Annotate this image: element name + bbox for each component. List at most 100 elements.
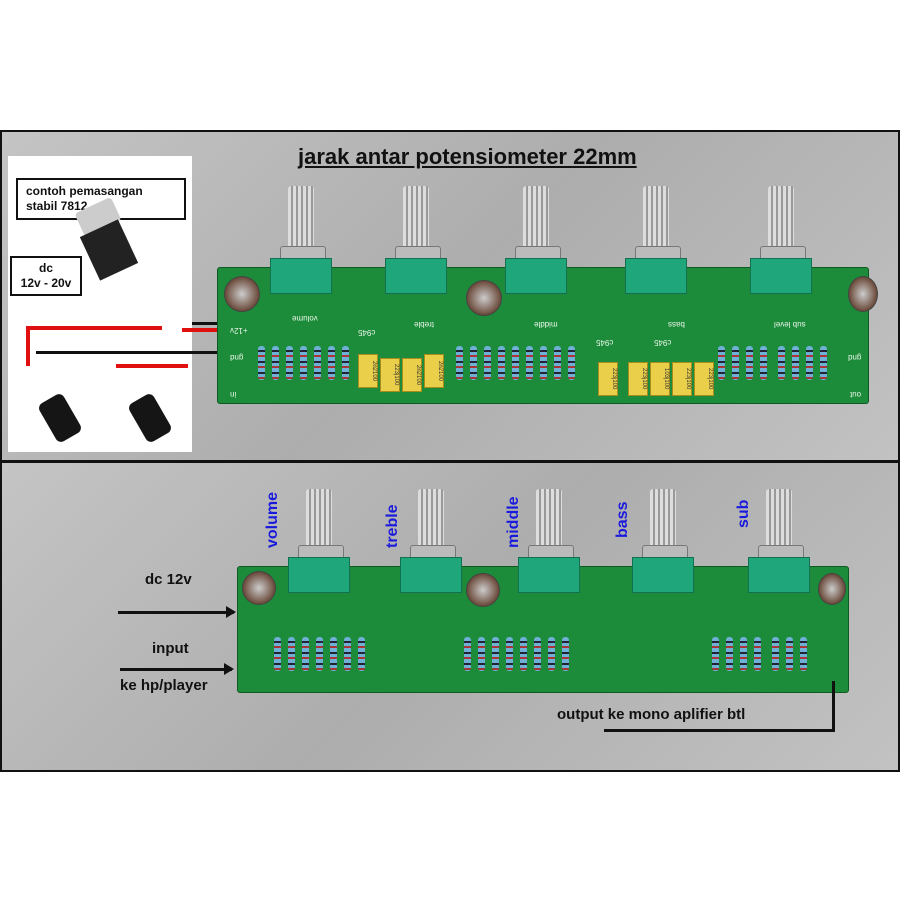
resistor bbox=[358, 637, 365, 671]
input-annotation: input bbox=[152, 640, 189, 657]
film-capacitor: 223j100 bbox=[672, 362, 692, 396]
resistor bbox=[316, 637, 323, 671]
resistor bbox=[554, 346, 561, 380]
resistor bbox=[344, 637, 351, 671]
divider bbox=[2, 460, 898, 463]
resistor bbox=[800, 637, 807, 671]
film-capacitor: 223j100 bbox=[598, 362, 618, 396]
resistor bbox=[740, 637, 747, 671]
resistor bbox=[288, 637, 295, 671]
output-line bbox=[604, 729, 835, 732]
silk-12v: +12v bbox=[230, 326, 248, 335]
arrow-icon bbox=[120, 663, 234, 675]
pot-shaft bbox=[306, 489, 332, 555]
silk-c945: c945 bbox=[596, 338, 614, 347]
resistor bbox=[274, 637, 281, 671]
pot-body bbox=[385, 258, 447, 294]
resistor bbox=[754, 637, 761, 671]
wire-red bbox=[26, 326, 30, 366]
silk-out: out bbox=[850, 390, 862, 399]
resistor bbox=[258, 346, 265, 380]
capacitor-icon bbox=[466, 280, 502, 316]
resistor bbox=[534, 637, 541, 671]
film-capacitor: 2n2100 bbox=[424, 354, 444, 388]
silk-c945: c945 bbox=[654, 338, 672, 347]
resistor bbox=[506, 637, 513, 671]
resistor bbox=[342, 346, 349, 380]
resistor bbox=[328, 346, 335, 380]
resistor bbox=[272, 346, 279, 380]
film-capacitor: 2n2100 bbox=[402, 358, 422, 392]
pot-shaft bbox=[418, 489, 444, 555]
resistor bbox=[712, 637, 719, 671]
output-line bbox=[832, 681, 835, 731]
resistor bbox=[732, 346, 739, 380]
pot-shaft bbox=[403, 186, 429, 256]
resistor bbox=[478, 637, 485, 671]
top-panel: jarak antar potensiometer 22mm contoh pe… bbox=[2, 132, 898, 460]
capacitor-icon bbox=[466, 573, 500, 607]
tone-control-board bbox=[237, 489, 849, 693]
resistor bbox=[520, 637, 527, 671]
pot-shaft bbox=[536, 489, 562, 555]
capacitor-icon bbox=[242, 571, 276, 605]
resistor bbox=[820, 346, 827, 380]
wire-black bbox=[36, 351, 220, 354]
pot-body bbox=[625, 258, 687, 294]
wire-red bbox=[182, 328, 226, 332]
pot-body bbox=[748, 557, 810, 593]
dc-line: dc bbox=[38, 261, 53, 275]
note-line: contoh pemasangan bbox=[26, 184, 143, 198]
pot-shaft bbox=[650, 489, 676, 555]
dc-line: 12v - 20v bbox=[20, 276, 72, 290]
pot-shaft bbox=[768, 186, 794, 256]
capacitor-icon bbox=[126, 391, 174, 445]
capacitor-icon bbox=[224, 276, 260, 312]
resistor bbox=[760, 346, 767, 380]
pot-shaft bbox=[288, 186, 314, 256]
silk-gnd: gnd bbox=[230, 353, 244, 362]
capacitor-icon bbox=[818, 573, 846, 605]
resistor bbox=[456, 346, 463, 380]
arrow-icon bbox=[118, 606, 236, 618]
resistor bbox=[314, 346, 321, 380]
silk-bass: bass bbox=[668, 320, 685, 329]
resistor bbox=[498, 346, 505, 380]
resistor bbox=[286, 346, 293, 380]
resistor bbox=[792, 346, 799, 380]
film-capacitor: 223j100 bbox=[694, 362, 714, 396]
label-middle: middle bbox=[505, 496, 522, 548]
note-line: stabil 7812 bbox=[26, 199, 88, 213]
resistor bbox=[492, 637, 499, 671]
pot-body bbox=[518, 557, 580, 593]
pot-body bbox=[632, 557, 694, 593]
dc-box: dc 12v - 20v bbox=[10, 256, 82, 296]
dc-annotation: dc 12v bbox=[145, 571, 192, 588]
regulator-diagram: contoh pemasangan stabil 7812 dc 12v - 2… bbox=[8, 156, 220, 452]
pot-shaft bbox=[766, 489, 792, 555]
label-volume: volume bbox=[264, 491, 281, 548]
photo-frame: jarak antar potensiometer 22mm contoh pe… bbox=[0, 130, 900, 772]
resistor bbox=[718, 346, 725, 380]
silk-in: in bbox=[230, 390, 237, 399]
bottom-panel: volume treble middle bass sub dc 12v inp… bbox=[2, 463, 898, 770]
silk-volume: volume bbox=[292, 314, 318, 323]
resistor bbox=[778, 346, 785, 380]
resistor bbox=[806, 346, 813, 380]
input-sub-annotation: ke hp/player bbox=[120, 677, 208, 694]
silk-treble: treble bbox=[414, 320, 435, 329]
capacitor-icon bbox=[36, 391, 84, 445]
resistor bbox=[302, 637, 309, 671]
resistor bbox=[330, 637, 337, 671]
silk-sub: sub level bbox=[774, 320, 806, 329]
pot-body bbox=[270, 258, 332, 294]
pot-body bbox=[505, 258, 567, 294]
title: jarak antar potensiometer 22mm bbox=[298, 144, 637, 169]
resistor bbox=[562, 637, 569, 671]
film-capacitor: 103j100 bbox=[650, 362, 670, 396]
resistor bbox=[300, 346, 307, 380]
resistor bbox=[540, 346, 547, 380]
capacitor-icon bbox=[848, 276, 878, 312]
resistor bbox=[726, 637, 733, 671]
resistor bbox=[470, 346, 477, 380]
